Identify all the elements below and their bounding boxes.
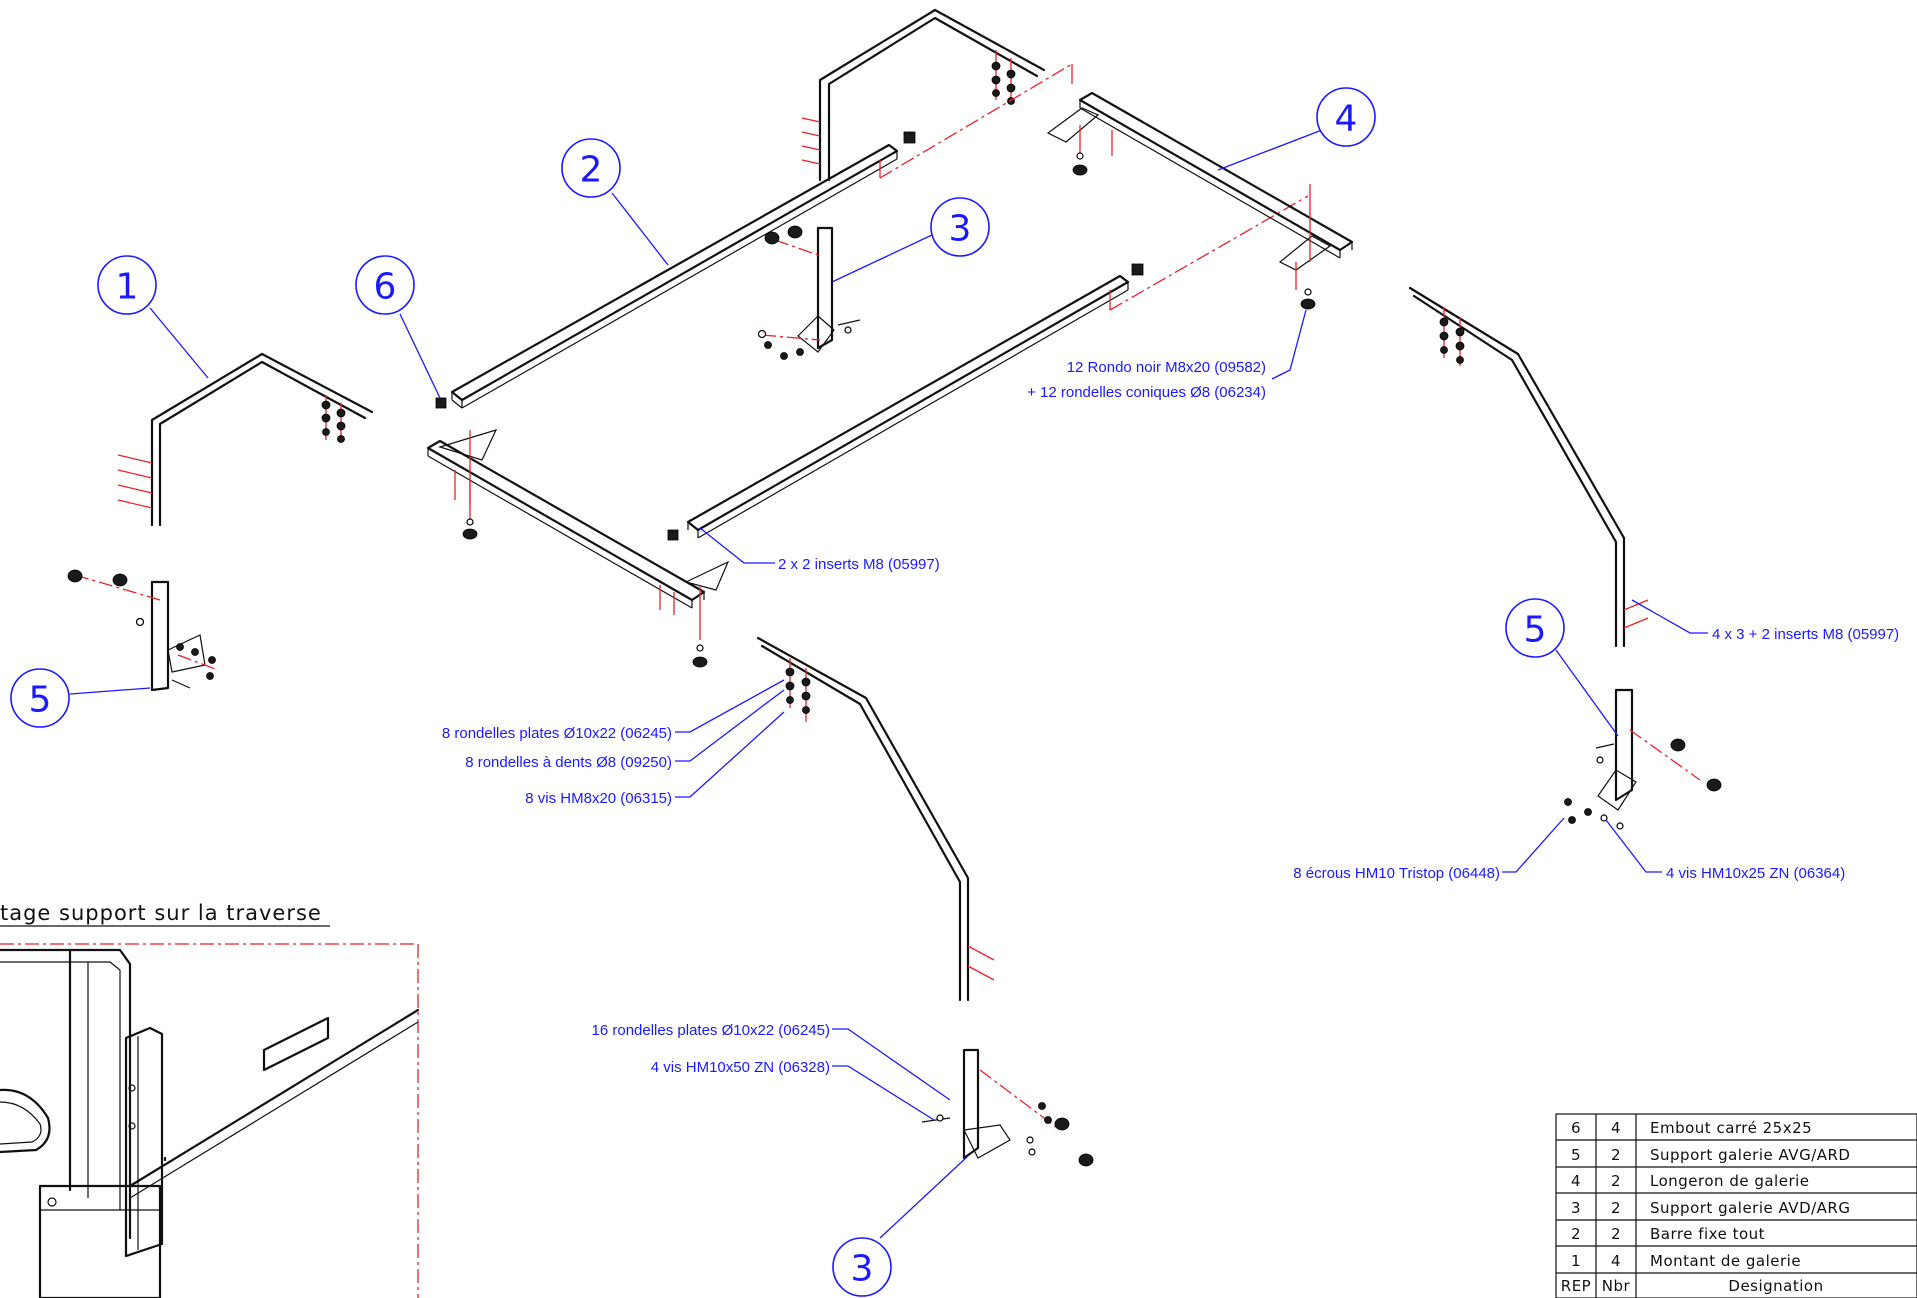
svg-text:2: 2 bbox=[1611, 1225, 1621, 1243]
svg-text:6: 6 bbox=[1571, 1119, 1581, 1137]
svg-text:2: 2 bbox=[1571, 1225, 1581, 1243]
svg-text:Barre fixe tout: Barre fixe tout bbox=[1650, 1225, 1765, 1243]
table-row: 1 4 Montant de galerie bbox=[1571, 1252, 1801, 1270]
balloon-4: 4 bbox=[1316, 87, 1376, 147]
svg-text:REP: REP bbox=[1561, 1277, 1591, 1295]
svg-text:2: 2 bbox=[1611, 1199, 1621, 1217]
part-1-montant-right bbox=[1408, 286, 1649, 648]
part-4-longeron-top bbox=[1046, 91, 1354, 310]
svg-text:4: 4 bbox=[1611, 1252, 1621, 1270]
note-rondelles-plates-16: 16 rondelles plates Ø10x22 (06245) bbox=[592, 1022, 831, 1039]
svg-text:Montant de galerie: Montant de galerie bbox=[1650, 1252, 1801, 1270]
detail-bodywork bbox=[0, 948, 420, 1298]
svg-text:3: 3 bbox=[851, 1249, 874, 1290]
svg-text:Support galerie AVG/ARD: Support galerie AVG/ARD bbox=[1650, 1146, 1850, 1164]
note-inserts-2x2: 2 x 2 inserts M8 (05997) bbox=[778, 556, 940, 573]
detail-title: tage support sur la traverse bbox=[0, 901, 322, 925]
svg-text:2: 2 bbox=[1611, 1146, 1621, 1164]
svg-text:Designation: Designation bbox=[1728, 1277, 1823, 1295]
parts-table: 6 4 Embout carré 25x25 5 2 Support galer… bbox=[1555, 1113, 1917, 1298]
note-rondelles-coniques: + 12 rondelles coniques Ø8 (06234) bbox=[1027, 384, 1266, 401]
table-header: REP Nbr Designation bbox=[1561, 1277, 1823, 1295]
svg-text:1: 1 bbox=[116, 267, 139, 308]
balloon-6: 6 bbox=[355, 255, 415, 315]
table-row: 2 2 Barre fixe tout bbox=[1571, 1225, 1765, 1243]
part-3-support-top bbox=[757, 225, 861, 360]
part-5-support-left bbox=[67, 569, 219, 692]
balloon-5-left: 5 bbox=[10, 668, 70, 728]
part-2-barre-top bbox=[450, 63, 1073, 409]
balloon-2: 2 bbox=[561, 138, 621, 198]
part-1-montant-top bbox=[801, 8, 1046, 182]
balloon-5-right: 5 bbox=[1505, 598, 1565, 658]
svg-text:Support galerie AVD/ARG: Support galerie AVD/ARG bbox=[1650, 1199, 1850, 1217]
svg-text:6: 6 bbox=[374, 267, 397, 308]
note-vis-hm8: 8 vis HM8x20 (06315) bbox=[525, 790, 672, 807]
part-1-montant-left bbox=[117, 352, 374, 527]
svg-text:4: 4 bbox=[1611, 1119, 1621, 1137]
svg-text:Longeron de galerie: Longeron de galerie bbox=[1650, 1172, 1810, 1190]
detail-plate bbox=[262, 1016, 330, 1072]
table-row: 4 2 Longeron de galerie bbox=[1571, 1172, 1810, 1190]
detail-support-bracket bbox=[124, 1026, 164, 1258]
table-row: 3 2 Support galerie AVD/ARG bbox=[1571, 1199, 1850, 1217]
part-3-support-bottom bbox=[921, 1048, 1094, 1167]
note-rondelles-plates-8: 8 rondelles plates Ø10x22 (06245) bbox=[442, 725, 672, 742]
svg-text:2: 2 bbox=[580, 150, 603, 191]
svg-text:4: 4 bbox=[1571, 1172, 1581, 1190]
svg-text:4: 4 bbox=[1335, 99, 1358, 140]
part-4-longeron-mid bbox=[426, 397, 730, 668]
part-5-support-right bbox=[1564, 688, 1722, 830]
part-2-barre-bottom bbox=[686, 195, 1309, 539]
table-row: 6 4 Embout carré 25x25 bbox=[1571, 1119, 1812, 1137]
svg-text:Nbr: Nbr bbox=[1602, 1277, 1631, 1295]
svg-text:5: 5 bbox=[1524, 610, 1547, 651]
svg-text:2: 2 bbox=[1611, 1172, 1621, 1190]
balloon-1: 1 bbox=[97, 255, 157, 315]
part-1-montant-bottom bbox=[756, 636, 995, 1002]
balloon-3-bottom: 3 bbox=[832, 1237, 892, 1297]
note-rondelles-dents-8: 8 rondelles à dents Ø8 (09250) bbox=[465, 754, 672, 771]
svg-text:5: 5 bbox=[1571, 1146, 1581, 1164]
table-row: 5 2 Support galerie AVG/ARD bbox=[1571, 1146, 1850, 1164]
detail-view: tage support sur la traverse bbox=[0, 901, 420, 1298]
note-inserts-4x3: 4 x 3 + 2 inserts M8 (05997) bbox=[1712, 626, 1899, 643]
svg-text:1: 1 bbox=[1571, 1252, 1581, 1270]
svg-text:Embout carré 25x25: Embout carré 25x25 bbox=[1650, 1119, 1812, 1137]
note-vis-hm10x25: 4 vis HM10x25 ZN (06364) bbox=[1666, 865, 1845, 882]
note-vis-hm10x50: 4 vis HM10x50 ZN (06328) bbox=[651, 1059, 830, 1076]
svg-text:3: 3 bbox=[1571, 1199, 1581, 1217]
svg-text:3: 3 bbox=[949, 209, 972, 250]
balloon-3-top: 3 bbox=[930, 197, 990, 257]
svg-text:5: 5 bbox=[29, 680, 52, 721]
note-rondo: 12 Rondo noir M8x20 (09582) bbox=[1067, 359, 1266, 376]
note-ecrous-hm10: 8 écrous HM10 Tristop (06448) bbox=[1293, 865, 1500, 882]
leader-lines bbox=[69, 129, 1708, 1239]
